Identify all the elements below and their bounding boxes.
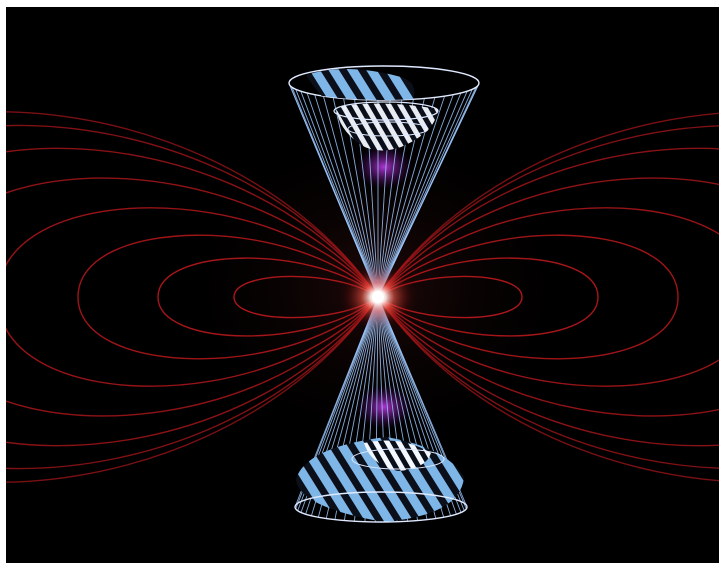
beam-line <box>300 91 379 298</box>
field-loop <box>77 234 379 360</box>
field-loop <box>376 275 523 319</box>
field-loop <box>377 207 719 387</box>
field-loop <box>377 125 719 469</box>
upper-beam-cone <box>288 65 480 151</box>
field-loop <box>157 257 380 337</box>
field-loop <box>6 207 379 387</box>
field-loop <box>6 147 379 447</box>
field-loop <box>376 257 599 337</box>
magnetic-field-lines <box>6 111 719 483</box>
illustration-frame <box>6 7 719 563</box>
field-loop <box>6 177 379 417</box>
field-loop <box>377 147 719 447</box>
beam-line <box>377 91 468 298</box>
beam-line <box>377 89 473 298</box>
lower-pole-glow <box>356 385 412 429</box>
field-loop <box>377 234 679 360</box>
field-loop <box>6 124 379 470</box>
beam-line <box>288 82 379 298</box>
field-loop <box>6 111 379 483</box>
field-loop <box>377 177 719 417</box>
beam-line <box>377 92 462 298</box>
pulsar-core <box>372 291 384 303</box>
pulsar-illustration <box>6 65 719 523</box>
field-loop <box>377 112 719 482</box>
field-loop <box>233 275 380 319</box>
